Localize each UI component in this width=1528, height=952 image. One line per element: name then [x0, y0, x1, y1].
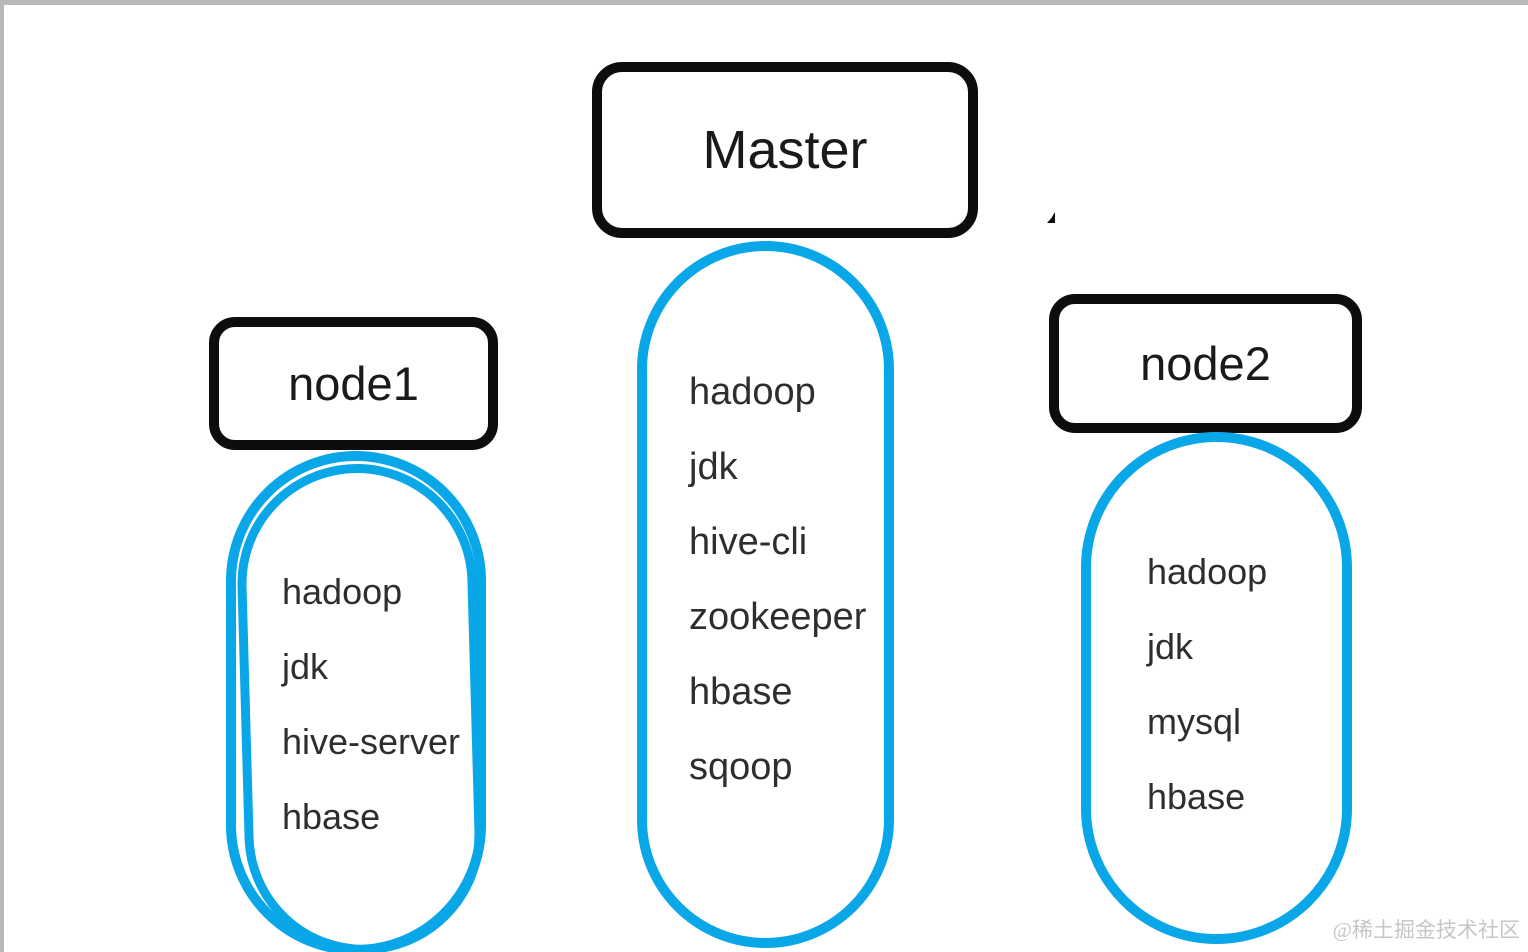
watermark-text: @稀土掘金技术社区 — [1332, 918, 1520, 942]
package-item: sqoop — [689, 746, 793, 788]
stray-ink-mark — [1047, 212, 1055, 223]
package-item: hadoop — [689, 371, 816, 413]
package-item: hadoop — [282, 571, 403, 612]
package-item: hive-server — [282, 721, 461, 762]
node1-capsule-outline-outer — [226, 451, 486, 952]
package-item: zookeeper — [689, 596, 867, 638]
node2-node-label: node2 — [1140, 337, 1271, 390]
package-item: jdk — [1147, 626, 1194, 667]
master-capsule-outline — [637, 241, 894, 948]
master-node-label: Master — [702, 120, 868, 180]
package-item: hbase — [282, 796, 381, 837]
node2-package-list: hadoop jdk mysql hbase — [1147, 551, 1267, 818]
package-item: jdk — [689, 446, 738, 488]
package-item: hadoop — [1147, 551, 1268, 592]
node1-node-label: node1 — [288, 357, 419, 410]
node1-node-box: node1 — [209, 317, 498, 450]
package-item: mysql — [1147, 701, 1242, 742]
package-item: hbase — [689, 671, 793, 713]
node2-node-box: node2 — [1049, 294, 1362, 433]
master-package-list: hadoop jdk hive-cli zookeeper hbase sqoo… — [689, 371, 866, 789]
package-item: hbase — [1147, 776, 1246, 817]
package-item: hive-cli — [689, 521, 808, 563]
master-node-box: Master — [592, 62, 978, 238]
package-item: jdk — [282, 646, 329, 687]
node2-capsule-outline — [1081, 432, 1352, 944]
node1-package-list: hadoop jdk hive-server hbase — [282, 571, 460, 838]
